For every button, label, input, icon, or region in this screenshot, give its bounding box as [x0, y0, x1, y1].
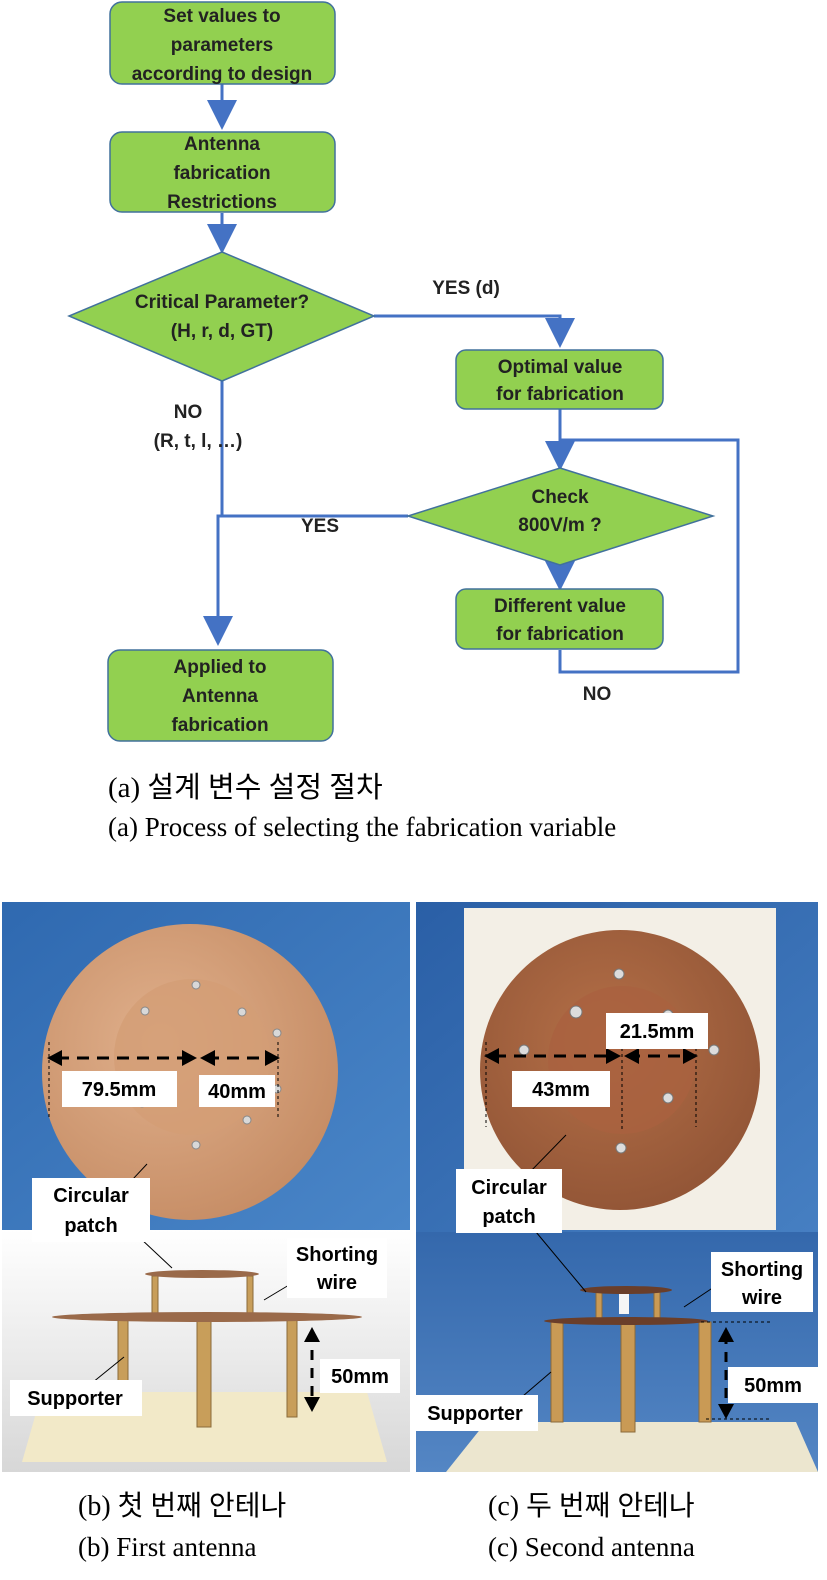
svg-text:(H, r, d, GT): (H, r, d, GT): [171, 321, 273, 342]
svg-text:Optimal value: Optimal value: [498, 357, 623, 378]
second-antenna-annotations: 43mm 21.5mm Circular patch Shorting wire…: [416, 1013, 818, 1431]
first-patch-label-2: patch: [64, 1215, 117, 1237]
caption-a-korean: (a) 설계 변수 설정 절차: [108, 772, 383, 804]
check-800v-decision: Check 800V/m ?: [405, 467, 716, 566]
first-dim-ground: 79.5mm: [82, 1079, 157, 1101]
yes-d-label: YES (d): [432, 278, 500, 299]
svg-text:Critical Parameter?: Critical Parameter?: [135, 292, 309, 313]
svg-text:Antenna: Antenna: [182, 686, 258, 707]
svg-text:for fabrication: for fabrication: [496, 624, 624, 645]
svg-text:Applied to: Applied to: [174, 657, 267, 678]
svg-text:Antenna: Antenna: [184, 134, 260, 155]
caption-c-english: (c) Second antenna: [488, 1532, 695, 1562]
optimal-value-box: Optimal value for fabrication: [455, 349, 664, 410]
second-patch-label-2: patch: [482, 1206, 535, 1228]
second-shorting-label-2: wire: [741, 1287, 782, 1309]
caption-c-korean: (c) 두 번째 안테나: [488, 1491, 695, 1522]
second-shorting-label: Shorting: [721, 1259, 803, 1281]
svg-text:800V/m ?: 800V/m ?: [518, 515, 601, 536]
second-patch-label: Circular: [471, 1177, 547, 1199]
second-height-label: 50mm: [744, 1375, 802, 1397]
first-patch-label: Circular: [53, 1185, 129, 1207]
svg-text:fabrication: fabrication: [173, 163, 270, 184]
caption-b-english: (b) First antenna: [78, 1532, 257, 1562]
caption-a-english: (a) Process of selecting the fabrication…: [108, 812, 617, 842]
no-loop-label: NO: [583, 684, 612, 705]
connector-lines: [203, 84, 740, 674]
svg-text:Check: Check: [531, 487, 588, 508]
svg-text:Different value: Different value: [494, 596, 626, 617]
start-box: Set values to parameters according to de…: [109, 1, 336, 85]
different-value-box: Different value for fabrication: [455, 588, 664, 650]
svg-text:Restrictions: Restrictions: [167, 192, 277, 213]
second-dim-patch: 21.5mm: [620, 1021, 695, 1043]
flowchart: Set values to parameters according to de…: [67, 1, 740, 742]
caption-b-korean: (b) 첫 번째 안테나: [78, 1491, 287, 1522]
first-dim-patch: 40mm: [208, 1081, 266, 1103]
yes-label: YES: [301, 516, 339, 537]
critical-parameter-decision: Critical Parameter? (H, r, d, GT): [67, 251, 376, 382]
first-antenna-photo: [2, 902, 410, 1472]
restrictions-box: Antenna fabrication Restrictions: [109, 131, 336, 213]
applied-box: Applied to Antenna fabrication: [107, 649, 334, 742]
first-shorting-label-2: wire: [316, 1272, 357, 1294]
svg-text:Set values to: Set values to: [163, 6, 280, 27]
first-shorting-label: Shorting: [296, 1244, 378, 1266]
svg-text:fabrication: fabrication: [171, 715, 268, 736]
no-params-label: (R, t, l, …): [154, 431, 243, 452]
second-supporter-label: Supporter: [427, 1403, 523, 1425]
svg-text:for fabrication: for fabrication: [496, 384, 624, 405]
first-supporter-label: Supporter: [27, 1388, 123, 1410]
svg-text:according to design: according to design: [132, 64, 313, 85]
svg-text:parameters: parameters: [171, 35, 273, 56]
second-dim-ground: 43mm: [532, 1079, 590, 1101]
first-antenna-annotations: 79.5mm 40mm Circular patch Shorting wire…: [10, 1042, 400, 1416]
no-label: NO: [174, 402, 203, 423]
first-height-label: 50mm: [331, 1366, 389, 1388]
